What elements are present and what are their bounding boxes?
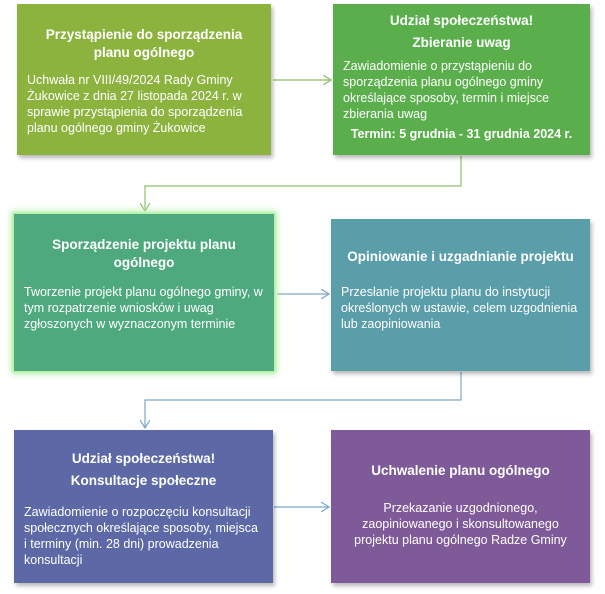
step-2-term: Termin: 5 grudnia - 31 grudnia 2024 r. [350, 127, 573, 141]
step-6-title: Uchwalenie planu ogólnego [371, 463, 550, 478]
step-2-title: Udział społeczeństwa! [389, 13, 534, 28]
step-5-body: Zawiadomienie o rozpoczęciu konsultacji … [24, 505, 258, 567]
step-6-body: Przekazanie uzgodnionego, zaopiniowanego… [354, 501, 567, 547]
arrow-step2-to-step3 [145, 156, 462, 211]
step-3-title: Sporządzenie projektu planu ogólnego [52, 237, 236, 270]
step-4-body: Przesłanie projektu planu do instytucji … [341, 285, 578, 331]
step-5-subtitle: Konsultacje społeczne [70, 473, 217, 488]
step-4-box: Opiniowanie i uzgadnianie projektu Przes… [331, 219, 590, 371]
step-2-subtitle: Zbieranie uwag [412, 35, 511, 50]
step-2-box: Udział społeczeństwa! Zbieranie uwag Zaw… [333, 4, 590, 155]
arrow-step4-to-step5 [145, 372, 462, 428]
step-4-title: Opiniowanie i uzgadnianie projektu [347, 249, 574, 264]
step-2-body: Zawiadomienie o przystąpieniu do sporząd… [343, 59, 550, 121]
step-1-body: Uchwała nr VIII/49/2024 Rady Gminy Żukow… [27, 73, 243, 135]
step-3-box: Sporządzenie projektu planu ogólnego Two… [14, 214, 274, 371]
step-5-box: Udział społeczeństwa! Konsultacje społec… [14, 430, 273, 583]
step-1-title: Przystąpienie do sporządzenia planu ogól… [45, 27, 243, 60]
step-3-body: Tworzenie projekt planu ogólnego gminy, … [24, 285, 263, 331]
step-6-box: Uchwalenie planu ogólnego Przekazanie uz… [331, 430, 590, 583]
step-1-box: Przystąpienie do sporządzenia planu ogól… [17, 4, 271, 155]
step-5-title: Udział społeczeństwa! [71, 451, 216, 466]
